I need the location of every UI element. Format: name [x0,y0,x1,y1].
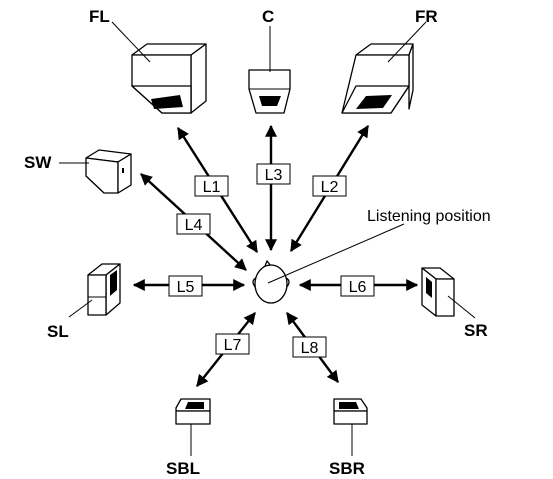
fl-leader [111,21,151,63]
speaker-front-right-icon [341,43,414,114]
distance-label-l2: L2 [312,175,347,197]
svg-text:L8: L8 [301,340,319,357]
svg-text:L7: L7 [224,337,242,354]
svg-text:L4: L4 [185,217,203,234]
speaker-surround-right-icon [421,267,455,317]
distance-label-l4: L4 [176,213,211,235]
svg-text:L3: L3 [265,167,283,184]
speaker-label-c: C [262,7,274,26]
speaker-surround-left-icon [87,263,121,316]
speaker-label-sbl: SBL [166,459,200,478]
speaker-label-sl: SL [47,322,69,341]
sr-leader [447,295,476,319]
fr-leader [387,21,427,63]
listening-position-label: Listening position [367,208,491,225]
distance-label-l1: L1 [194,175,229,197]
speaker-surround-back-right-icon [333,398,368,425]
distance-label-l5: L5 [168,275,203,297]
distance-label-l6: L6 [340,275,375,297]
speaker-label-sw: SW [24,153,52,172]
svg-text:L1: L1 [203,179,221,196]
distance-label-l7: L7 [215,333,250,355]
speaker-front-left-icon [131,43,207,114]
svg-text:L5: L5 [177,279,195,296]
speaker-label-sr: SR [464,321,488,340]
listening-position-leader [267,223,405,284]
speaker-label-fr: FR [415,7,438,26]
distance-label-l3: L3 [256,163,291,185]
svg-text:L6: L6 [349,279,367,296]
speaker-surround-back-left-icon [175,398,211,425]
listener-head-icon [252,260,290,304]
speaker-center-icon [248,69,291,114]
speaker-label-fl: FL [89,7,110,26]
speaker-label-sbr: SBR [329,459,365,478]
svg-text:L2: L2 [321,179,339,196]
sl-leader [68,299,93,318]
distance-label-l8: L8 [292,336,327,358]
speaker-subwoofer-icon [85,149,132,194]
